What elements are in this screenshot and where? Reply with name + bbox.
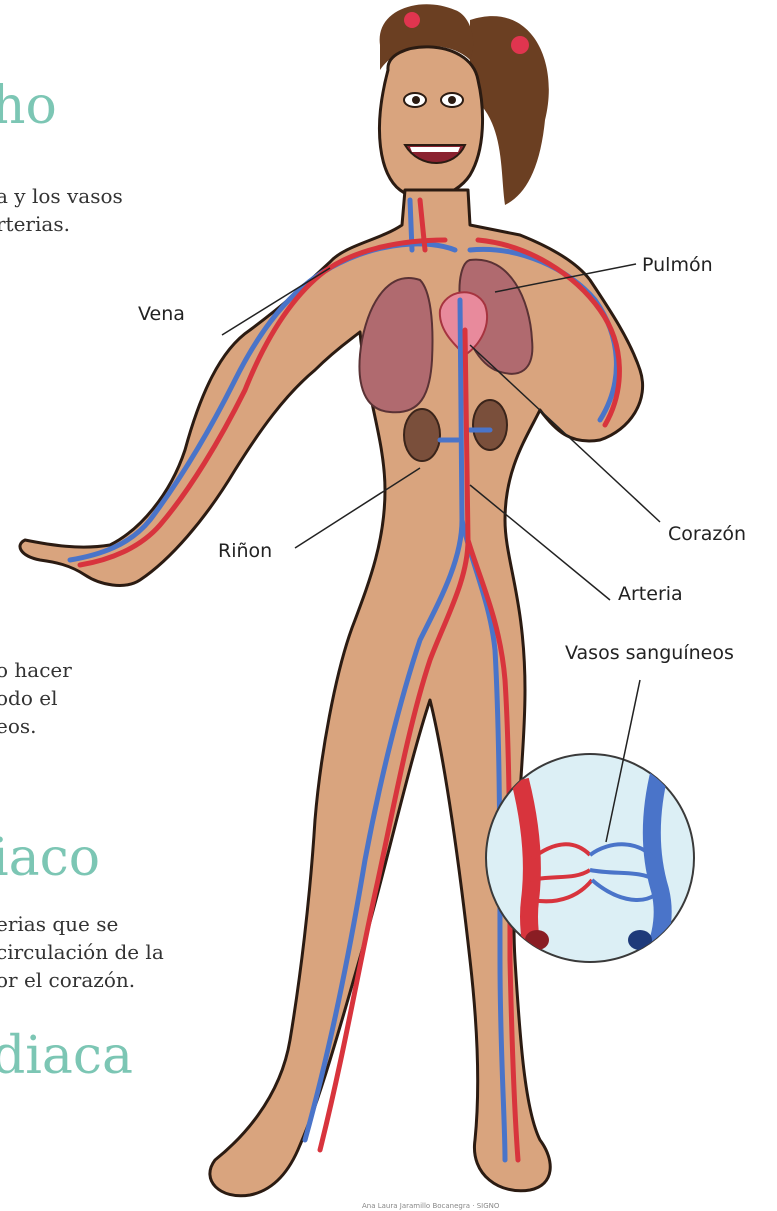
label-vasos-sanguineos: Vasos sanguíneos xyxy=(565,642,734,664)
blood-vessels-inset xyxy=(486,754,694,1000)
label-pulmon: Pulmón xyxy=(642,254,713,276)
label-corazon: Corazón xyxy=(668,523,746,545)
label-rinon: Riñon xyxy=(218,540,272,562)
label-vena: Vena xyxy=(138,303,185,325)
illustration-credit: Ana Laura Jaramillo Bocanegra · SIGNO xyxy=(362,1202,499,1210)
label-arteria: Arteria xyxy=(618,583,683,605)
